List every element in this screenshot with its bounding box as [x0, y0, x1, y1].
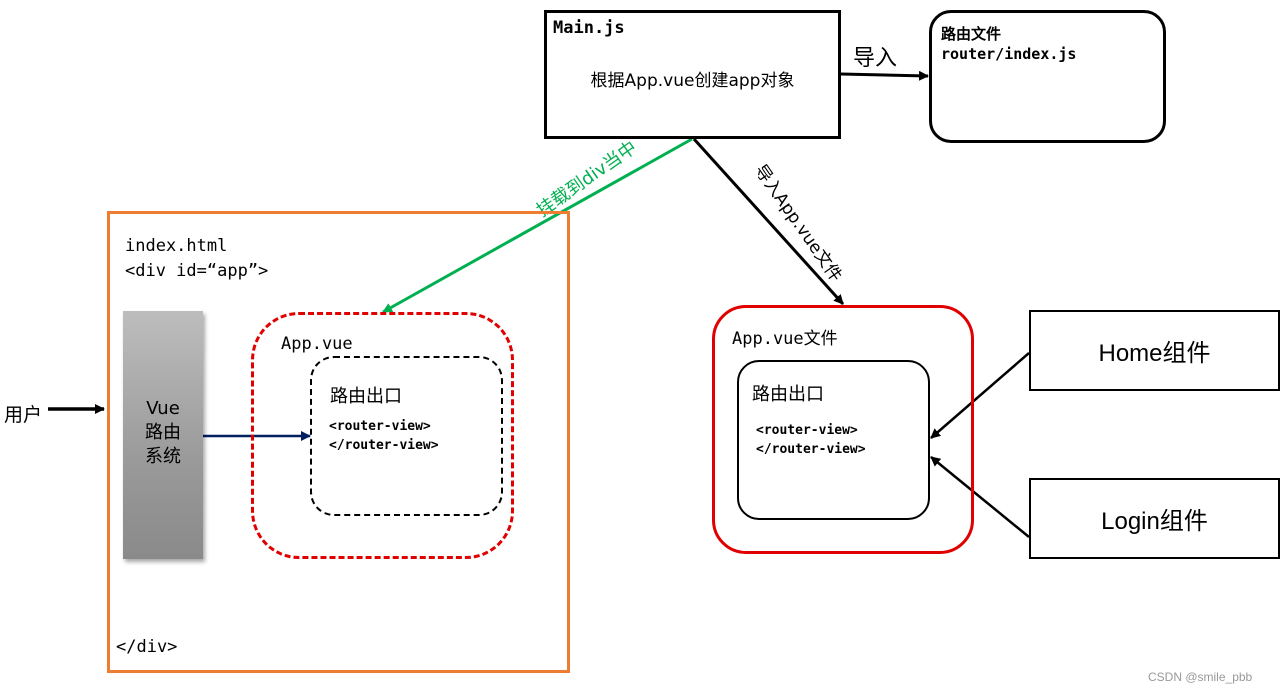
app-vue-label: App.vue — [281, 334, 353, 354]
home-component-box: Home组件 — [1029, 310, 1280, 391]
user-label: 用户 — [4, 404, 43, 426]
login-to-outlet-arrow — [930, 456, 1030, 538]
vue-router-system-bar: Vue 路由 系统 — [123, 311, 203, 559]
main-js-title: Main.js — [553, 18, 625, 38]
router-outlet-file: 路由出口 <router-view> </router-view> — [737, 360, 930, 520]
router-outlet-title: 路由出口 — [330, 386, 402, 407]
router-outlet-mounted: 路由出口 <router-view> </router-view> — [310, 356, 503, 516]
import-arrow — [840, 70, 929, 81]
app-vue-mounted-area: App.vue — [251, 312, 514, 559]
vue-router-label-line1: Vue — [146, 398, 180, 419]
router-file-box: 路由文件 router/index.js — [929, 10, 1166, 143]
router-view-file-open-tag: <router-view> — [756, 423, 858, 438]
app-div-open-tag: <div id=“app”> — [125, 261, 269, 281]
app-vue-file-label: App.vue文件 — [732, 329, 838, 349]
mount-arrow — [382, 137, 693, 314]
watermark: CSDN @smile_pbb — [1148, 670, 1253, 684]
router-view-close-tag: </router-view> — [329, 438, 439, 453]
router-file-title: 路由文件 — [941, 25, 1002, 43]
index-html-box: index.html <div id=“app”> </div> — [107, 211, 570, 673]
router-view-open-tag: <router-view> — [329, 419, 431, 434]
vue-router-label-line2: 路由 — [145, 422, 181, 443]
import-label: 导入 — [853, 46, 898, 71]
vue-router-label-line3: 系统 — [145, 446, 181, 467]
index-html-filename: index.html — [125, 236, 228, 256]
router-file-path: router/index.js — [941, 45, 1077, 63]
home-component-label: Home组件 — [1098, 340, 1211, 367]
router-view-file-close-tag: </router-view> — [756, 442, 866, 457]
main-js-description: 根据App.vue创建app对象 — [590, 71, 795, 91]
login-component-label: Login组件 — [1101, 508, 1208, 535]
home-to-outlet-arrow — [930, 352, 1030, 439]
router-outlet-file-title: 路由出口 — [752, 384, 824, 405]
app-vue-file-box: App.vue文件 — [712, 305, 974, 554]
import-app-arrow — [692, 137, 845, 306]
app-div-close-tag: </div> — [116, 637, 178, 657]
login-component-box: Login组件 — [1029, 478, 1280, 559]
main-js-box: Main.js 根据App.vue创建app对象 — [544, 10, 841, 139]
